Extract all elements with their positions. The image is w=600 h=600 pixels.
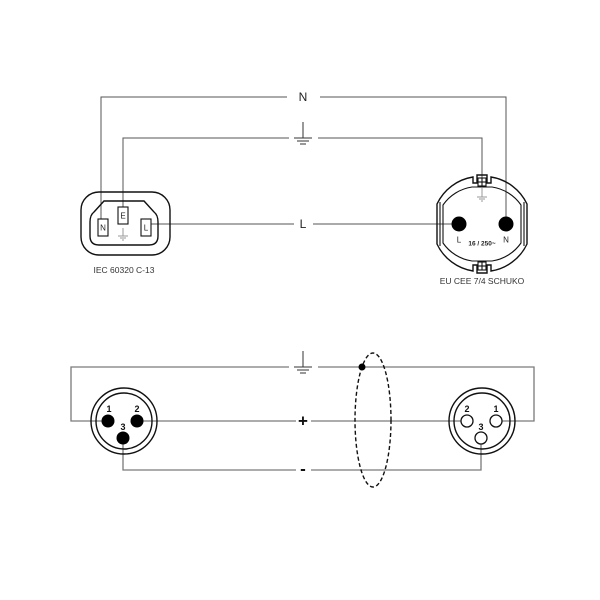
- iec-pin-e-label: E: [120, 212, 125, 221]
- xlr-male-pin-2-label: 2: [134, 404, 139, 414]
- cable-shield: [354, 352, 392, 488]
- shield-connection-dot: [358, 363, 366, 371]
- xlr-female-pin-3: [474, 431, 488, 445]
- cold-wire: -: [122, 438, 482, 479]
- schuko-connector: L N 16 / 250~ EU CEE 7/4 SCHUKO: [436, 174, 528, 286]
- hot-wire: +: [137, 412, 467, 431]
- power-cable: N L N E L: [80, 90, 528, 286]
- earth-symbol-icon: [294, 351, 312, 374]
- iec-pin-n-label: N: [100, 224, 106, 233]
- xlr-female-connector: 2 1 3: [448, 387, 516, 455]
- iec-pin-l-label: L: [144, 224, 149, 233]
- xlr-male-pin-3-label: 3: [120, 422, 125, 432]
- xlr-male-pin-1: [101, 414, 115, 428]
- xlr-female-pin-1: [489, 414, 503, 428]
- xlr-female-pin-3-label: 3: [478, 422, 483, 432]
- schuko-pin-l: [451, 216, 467, 232]
- iec-pin-n: [97, 218, 109, 237]
- xlr-male-connector: 1 2 3: [90, 387, 158, 455]
- schuko-connector-label: EU CEE 7/4 SCHUKO: [440, 276, 525, 286]
- neutral-wire: N: [100, 90, 507, 220]
- earth-wire: [122, 122, 483, 208]
- xlr-male-pin-1-label: 1: [106, 404, 111, 414]
- schuko-pin-l-label: L: [457, 236, 462, 245]
- iec-pin-e: [117, 206, 129, 225]
- earth-symbol-icon: [294, 122, 312, 145]
- schuko-pin-n: [498, 216, 514, 232]
- xlr-cable: + - 1 2 3: [70, 351, 535, 488]
- xlr-female-pin-1-label: 1: [493, 404, 498, 414]
- xlr-male-pin-2: [130, 414, 144, 428]
- cold-wire-label: -: [300, 460, 306, 479]
- xlr-female-pin-2-label: 2: [464, 404, 469, 414]
- xlr-female-pin-2: [460, 414, 474, 428]
- neutral-wire-label: N: [299, 90, 308, 104]
- earth-mark-icon: [477, 188, 487, 202]
- iec-c13-connector: N E L IEC 60320 C-13: [80, 191, 171, 275]
- schuko-pin-n-label: N: [503, 236, 509, 245]
- xlr-male-pin-3: [116, 431, 130, 445]
- line-wire-label: L: [300, 217, 307, 231]
- iec-connector-label: IEC 60320 C-13: [94, 265, 155, 275]
- line-wire: L: [150, 217, 452, 231]
- hot-wire-label: +: [298, 412, 308, 431]
- earth-mark-icon: [118, 228, 128, 241]
- schuko-rating: 16 / 250~: [468, 241, 495, 248]
- iec-pin-l: [140, 218, 152, 237]
